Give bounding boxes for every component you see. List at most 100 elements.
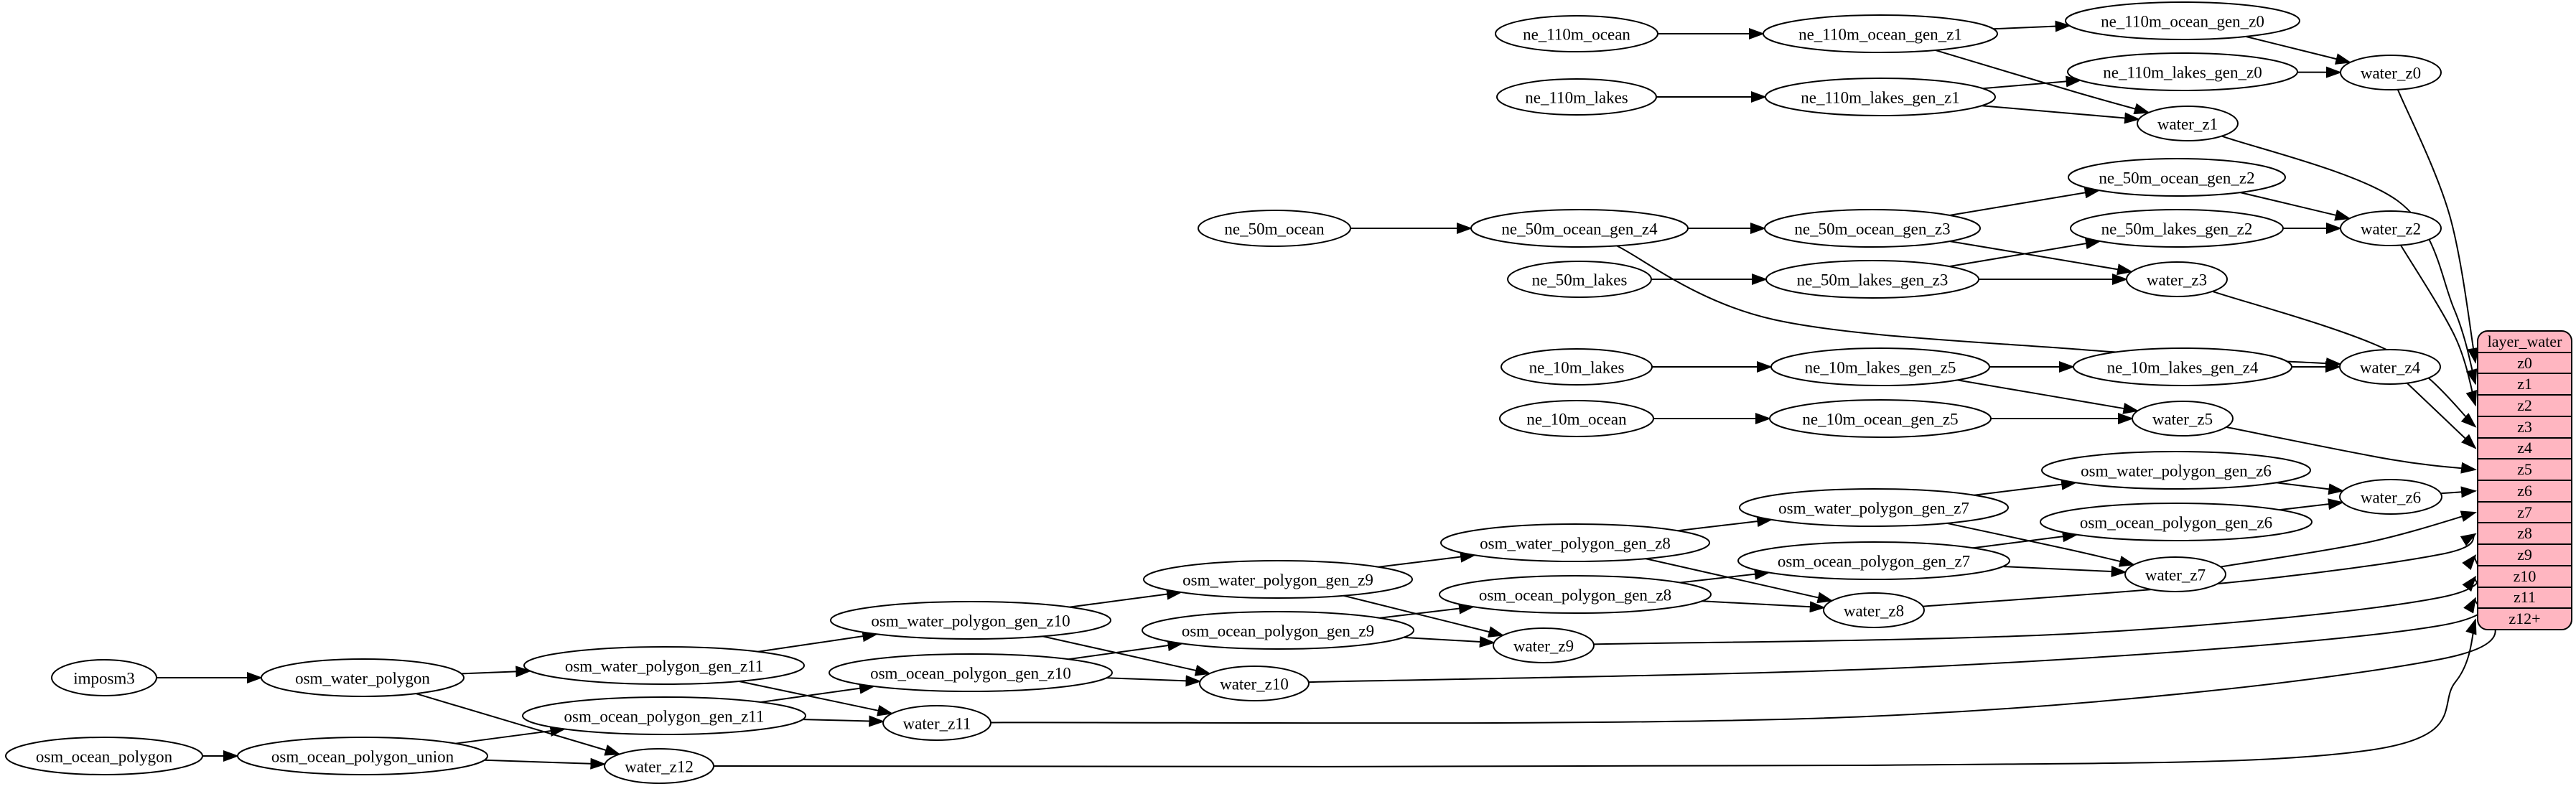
ne_50m_ocean_gen_z2-label: ne_50m_ocean_gen_z2	[2099, 169, 2254, 187]
ne_110m_lakes_gen_z1-label: ne_110m_lakes_gen_z1	[1801, 89, 1959, 107]
node-osm_ocean_polygon_gen_z9: osm_ocean_polygon_gen_z9	[1142, 611, 1414, 650]
water_z8-ellipse	[1823, 592, 1925, 628]
imposm3-label: imposm3	[73, 670, 135, 688]
ne_50m_lakes_gen_z3-label: ne_50m_lakes_gen_z3	[1797, 271, 1949, 289]
osm_water_polygon_gen_z11-label: osm_water_polygon_gen_z11	[565, 658, 763, 676]
osm_water_polygon_gen_z6-label: osm_water_polygon_gen_z6	[2081, 462, 2272, 480]
ne_10m_ocean_gen_z5-label: ne_10m_ocean_gen_z5	[1802, 411, 1958, 429]
node-ne_50m_ocean_gen_z3: ne_50m_ocean_gen_z3	[1764, 209, 1981, 248]
osm_water_polygon_gen_z10-label: osm_water_polygon_gen_z10	[871, 612, 1070, 630]
node-ne_50m_lakes_gen_z2: ne_50m_lakes_gen_z2	[2070, 209, 2284, 248]
node-ne_110m_ocean: ne_110m_ocean	[1495, 15, 1658, 52]
node-water_z11: water_z11	[882, 705, 991, 741]
osm_water_polygon_gen_z7-ellipse	[1739, 488, 2009, 527]
node-ne_50m_lakes_gen_z3: ne_50m_lakes_gen_z3	[1765, 260, 1979, 299]
edge-osm_ocean_polygon_gen_z9-to-osm_ocean_polygon_gen_z8	[1379, 602, 1475, 619]
edge-osm_water_polygon_gen_z6-to-water_z6	[2276, 482, 2345, 495]
node-ne_50m_ocean: ne_50m_ocean	[1198, 210, 1351, 247]
osm_ocean_polygon_gen_z11-label: osm_ocean_polygon_gen_z11	[564, 708, 765, 726]
node-water_z8: water_z8	[1823, 592, 1925, 628]
node-ne_110m_ocean_gen_z0: ne_110m_ocean_gen_z0	[2065, 1, 2300, 40]
ne_10m_lakes_gen_z4-label: ne_10m_lakes_gen_z4	[2107, 359, 2259, 377]
water_z11-ellipse	[882, 705, 991, 741]
edge-osm_ocean_polygon_gen_z6-to-water_z6	[2279, 498, 2344, 511]
water_z7-label: water_z7	[2145, 566, 2206, 584]
node-ne_50m_ocean_gen_z4: ne_50m_ocean_gen_z4	[1470, 209, 1689, 248]
table-row-z9: z9	[2478, 543, 2571, 565]
edge-water_z8-to-layer_water-z8	[1923, 533, 2477, 607]
osm_water_polygon_gen_z8-ellipse	[1440, 523, 1710, 562]
edge-osm_ocean_polygon_gen_z8-to-water_z8	[1702, 600, 1826, 613]
edge-osm_ocean_polygon_gen_z10-to-osm_ocean_polygon_gen_z9	[1068, 640, 1184, 660]
ne_10m_lakes_gen_z5-ellipse	[1770, 347, 1990, 386]
node-osm_water_polygon_gen_z8: osm_water_polygon_gen_z8	[1440, 523, 1710, 562]
ne_10m_ocean-ellipse	[1499, 400, 1654, 437]
node-ne_110m_lakes: ne_110m_lakes	[1496, 78, 1657, 116]
edge-osm_ocean_polygon_gen_z7-to-water_z7	[2002, 565, 2127, 577]
node-osm_water_polygon_gen_z10: osm_water_polygon_gen_z10	[830, 601, 1111, 640]
osm_ocean_polygon_union-label: osm_ocean_polygon_union	[271, 748, 454, 766]
osm_water_polygon-ellipse	[261, 658, 465, 697]
node-osm_ocean_polygon_gen_z10: osm_ocean_polygon_gen_z10	[829, 653, 1113, 692]
ne_50m_ocean_gen_z3-label: ne_50m_ocean_gen_z3	[1794, 220, 1950, 238]
ne_50m_lakes_gen_z2-ellipse	[2070, 209, 2284, 248]
water_z3-ellipse	[2126, 261, 2228, 297]
water_z2-ellipse	[2340, 210, 2442, 246]
node-ne_10m_ocean_gen_z5: ne_10m_ocean_gen_z5	[1769, 399, 1992, 438]
osm_ocean_polygon_gen_z6-label: osm_ocean_polygon_gen_z6	[2080, 514, 2272, 532]
water_z1-label: water_z1	[2157, 116, 2218, 134]
table-row-z7: z7	[2478, 500, 2571, 523]
ne_50m_ocean_gen_z4-ellipse	[1470, 209, 1689, 248]
osm_water_polygon-label: osm_water_polygon	[295, 670, 430, 688]
node-ne_10m_lakes_gen_z5: ne_10m_lakes_gen_z5	[1770, 347, 1990, 386]
ne_110m_lakes_gen_z0-label: ne_110m_lakes_gen_z0	[2103, 64, 2262, 82]
osm_ocean_polygon_gen_z9-ellipse	[1142, 611, 1414, 650]
node-osm_ocean_polygon_union: osm_ocean_polygon_union	[237, 737, 488, 775]
edge-ne_50m_ocean_gen_z4-to-water_z4	[1616, 245, 2342, 369]
water_z2-label: water_z2	[2361, 220, 2421, 238]
osm_ocean_polygon_gen_z8-label: osm_ocean_polygon_gen_z8	[1479, 587, 1671, 604]
ne_110m_ocean_gen_z0-ellipse	[2065, 1, 2300, 40]
water_z11-label: water_z11	[903, 715, 971, 733]
osm_water_polygon_gen_z6-ellipse	[2041, 451, 2311, 490]
edge-water_z6-to-layer_water-z6	[2440, 486, 2477, 498]
node-water_z1: water_z1	[2137, 106, 2239, 141]
table-row-z11: z11	[2478, 586, 2571, 608]
water_z5-label: water_z5	[2152, 411, 2213, 429]
edge-ne_110m_ocean_gen_z1-to-water_z1	[1935, 49, 2150, 115]
osm_water_polygon_gen_z7-label: osm_water_polygon_gen_z7	[1778, 500, 1969, 518]
edge-osm_water_polygon_gen_z10-to-osm_water_polygon_gen_z9	[1069, 588, 1182, 608]
edge-ne_110m_ocean_gen_z1-to-ne_110m_ocean_gen_z0	[1993, 20, 2071, 32]
edge-osm_water_polygon_gen_z10-to-water_z10	[1042, 635, 1211, 676]
water_z10-ellipse	[1199, 666, 1310, 701]
osm_ocean_polygon-label: osm_ocean_polygon	[36, 748, 173, 766]
edge-osm_water_polygon_gen_z9-to-osm_water_polygon_gen_z8	[1378, 551, 1476, 568]
water_z12-label: water_z12	[625, 758, 694, 776]
ne_10m_lakes-ellipse	[1501, 348, 1653, 386]
table-row-z0: z0	[2478, 351, 2571, 373]
node-water_z12: water_z12	[604, 748, 714, 784]
edge-osm_ocean_polygon_gen_z9-to-water_z9	[1403, 635, 1495, 648]
edge-osm_ocean_polygon_union-to-water_z12	[484, 757, 607, 770]
edge-osm_water_polygon_gen_z11-to-water_z11	[739, 681, 894, 716]
edge-water_z7-to-layer_water-z7	[2220, 510, 2477, 568]
edge-ne_110m_ocean_gen_z0-to-water_z0	[2245, 35, 2352, 65]
table-row-z6: z6	[2478, 480, 2571, 501]
ne_110m_ocean-label: ne_110m_ocean	[1523, 26, 1630, 44]
node-water_z3: water_z3	[2126, 261, 2228, 297]
table-row-z3: z3	[2478, 415, 2571, 437]
node-water_z7: water_z7	[2124, 556, 2226, 592]
node-water_z0: water_z0	[2340, 55, 2442, 90]
osm_water_polygon_gen_z10-ellipse	[830, 601, 1111, 640]
edge-ne_50m_ocean_gen_z2-to-water_z2	[2240, 192, 2351, 221]
osm_ocean_polygon_gen_z8-ellipse	[1439, 575, 1712, 614]
table-row-z10: z10	[2478, 564, 2571, 587]
water_z6-ellipse	[2339, 479, 2442, 515]
osm_water_polygon_gen_z9-label: osm_water_polygon_gen_z9	[1182, 571, 1373, 589]
ne_50m_ocean-label: ne_50m_ocean	[1224, 220, 1325, 238]
osm_ocean_polygon_gen_z10-label: osm_ocean_polygon_gen_z10	[870, 665, 1071, 683]
edge-water_z11-to-layer_water-z11	[990, 597, 2496, 724]
edge-osm_ocean_polygon_gen_z8-to-osm_ocean_polygon_gen_z7	[1679, 568, 1770, 584]
